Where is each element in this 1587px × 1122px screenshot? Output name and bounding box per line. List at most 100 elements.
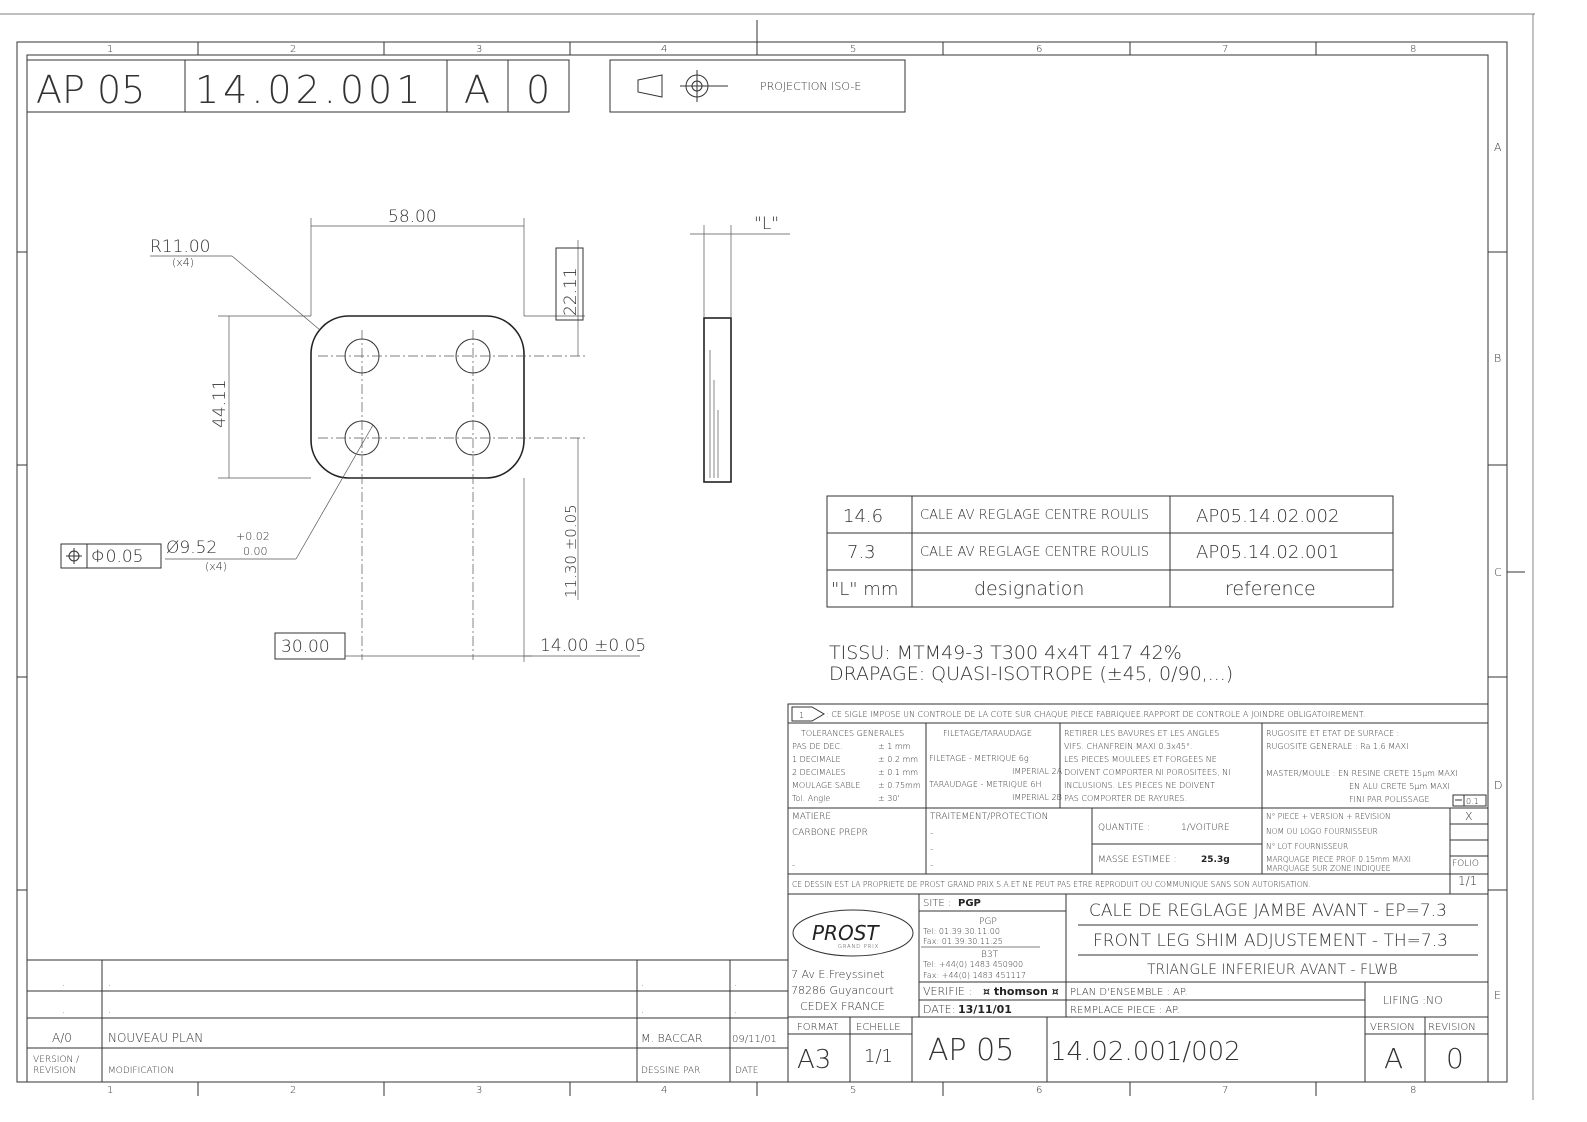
control-sigle-icon bbox=[791, 706, 825, 722]
header-code-box: AP 05 14.02.001 A 0 bbox=[26, 59, 570, 113]
dim-width: 58.00 bbox=[388, 207, 437, 227]
empty-mark: . bbox=[108, 1005, 111, 1016]
mounting-holes bbox=[344, 338, 491, 456]
material-note-layup: DRAPAGE: QUASI-ISOTROPE (±45, 0/90,...) bbox=[829, 663, 1233, 685]
finish-line: DOIVENT COMPORTER NI POROSITEES, NI bbox=[1064, 768, 1231, 777]
col-label: 5 bbox=[850, 1085, 856, 1096]
verifie-label: VERIFIE : bbox=[923, 985, 972, 998]
dim-hole-tol-minus: 0.00 bbox=[243, 545, 268, 558]
prost-logo-text: PROST bbox=[812, 921, 880, 945]
roughness-line: RUGOSITE GENERALE : Ra 1.6 MAXI bbox=[1266, 742, 1408, 751]
revision-head-modification: MODIFICATION bbox=[108, 1066, 174, 1076]
thread-line: IMPERIAL 2A bbox=[1012, 767, 1063, 776]
dim-hole-diameter: Ø9.52 bbox=[166, 538, 217, 558]
address-line: 7 Av E.Freyssinet bbox=[791, 968, 884, 981]
format-label: FORMAT bbox=[797, 1022, 838, 1033]
site-value: PGP bbox=[958, 898, 981, 909]
tolerance-value: ± 1 mm bbox=[878, 742, 910, 751]
marking-line: NOM OU LOGO FOURNISSEUR bbox=[1266, 827, 1378, 836]
traitement-dash: - bbox=[930, 861, 933, 871]
finish-line: RETIRER LES BAVURES ET LES ANGLES bbox=[1064, 729, 1219, 738]
master-line: MASTER/MOULE : EN RESINE CRETE 15µm MAXI bbox=[1266, 769, 1458, 778]
dim-hole-tol-plus: +0.02 bbox=[236, 530, 270, 543]
revision-modification: NOUVEAU PLAN bbox=[108, 1031, 203, 1045]
polish-tolerance: 0.1 bbox=[1466, 797, 1479, 806]
pgp-line: PGP bbox=[979, 917, 997, 927]
marking-line: MARQUAGE SUR ZONE INDIQUEE bbox=[1266, 864, 1391, 873]
row-labels: A B C D E bbox=[1494, 141, 1502, 1002]
dim-radius-qty: (x4) bbox=[172, 256, 194, 269]
variant-head-designation: designation bbox=[974, 578, 1084, 600]
dim-hole-spacing: 30.00 bbox=[281, 637, 330, 657]
header-part-number: 14.02.001 bbox=[195, 68, 424, 112]
finish-line: INCLUSIONS. LES PIECES NE DOIVENT bbox=[1064, 781, 1215, 790]
revision-version: A/0 bbox=[52, 1031, 72, 1045]
empty-mark: . bbox=[62, 978, 65, 989]
header-version: A bbox=[464, 68, 490, 112]
tolerance-label: MOULAGE SABLE bbox=[792, 781, 860, 790]
dim-side-offset: 11.30 ±0.05 bbox=[562, 504, 580, 598]
traitement-label: TRAITEMENT/PROTECTION bbox=[930, 812, 1048, 822]
plan-ensemble: PLAN D'ENSEMBLE : AP. bbox=[1070, 987, 1188, 998]
col-label: 8 bbox=[1410, 44, 1416, 55]
position-tolerance-value: Φ0.05 bbox=[91, 547, 143, 567]
col-label: 6 bbox=[1036, 1085, 1042, 1096]
revision-head-version2: REVISION bbox=[33, 1066, 76, 1076]
version-label: VERSION bbox=[1370, 1022, 1415, 1033]
row-label: C bbox=[1494, 566, 1502, 579]
masse-value: 25.3g bbox=[1201, 855, 1230, 865]
revision-head-drawn: DESSINE PAR bbox=[641, 1066, 700, 1076]
prost-logo-icon bbox=[792, 909, 914, 957]
col-label: 4 bbox=[661, 44, 667, 55]
variant-designation: CALE AV REGLAGE CENTRE ROULIS bbox=[920, 508, 1149, 523]
date-value: 13/11/01 bbox=[958, 1003, 1012, 1016]
master-line: EN ALU CRETE 5µm MAXI bbox=[1349, 782, 1450, 791]
quantite-label: QUANTITE : bbox=[1098, 823, 1150, 833]
echelle-value: 1/1 bbox=[864, 1046, 893, 1067]
marking-line: MARQUAGE PIECE PROF 0.15mm MAXI bbox=[1266, 855, 1411, 864]
col-label: 7 bbox=[1222, 44, 1228, 55]
center-lines bbox=[318, 330, 585, 660]
date-label: DATE: bbox=[923, 1003, 955, 1016]
thread-line: IMPERIAL 2B bbox=[1012, 793, 1062, 802]
control-sigle-mark: 1 bbox=[799, 711, 804, 720]
variant-l: 14.6 bbox=[843, 506, 883, 527]
revision-head-version: VERSION / bbox=[33, 1055, 79, 1065]
col-label: 3 bbox=[476, 44, 482, 55]
traitement-dash: - bbox=[930, 829, 933, 839]
thread-title: FILETAGE/TARAUDAGE bbox=[943, 729, 1032, 738]
variant-l: 7.3 bbox=[847, 542, 876, 563]
masse-label: MASSE ESTIMEE : bbox=[1098, 855, 1176, 865]
finish-line: PAS COMPORTER DE RAYURES. bbox=[1064, 794, 1187, 803]
grid-ticks bbox=[17, 20, 1525, 1096]
marking-line: N° LOT FOURNISSEUR bbox=[1266, 842, 1348, 851]
revision-table: . . . . . . . . A/0 NOUVEAU PLAN M. BACC… bbox=[27, 959, 788, 1082]
title-french: CALE DE REGLAGE JAMBE AVANT - EP=7.3 bbox=[1089, 901, 1447, 921]
matiere-value: CARBONE PREPR bbox=[792, 828, 868, 838]
dim-thickness-label: "L" bbox=[754, 214, 779, 234]
row-label: B bbox=[1494, 352, 1501, 365]
row-label: A bbox=[1494, 141, 1502, 154]
remplace-piece: REMPLACE PIECE : AP. bbox=[1070, 1005, 1180, 1016]
echelle-label: ECHELLE bbox=[856, 1022, 901, 1033]
col-label: 6 bbox=[1036, 44, 1042, 55]
folio-label: FOLIO bbox=[1452, 859, 1479, 869]
dim-top-offset: 22.11 bbox=[561, 267, 581, 316]
projection-label: PROJECTION ISO-E bbox=[760, 80, 861, 93]
empty-mark: . bbox=[641, 1005, 644, 1016]
variant-reference: AP05.14.02.001 bbox=[1196, 542, 1339, 563]
tolerance-label: PAS DE DEC. bbox=[792, 742, 843, 751]
tolerance-value: ± 30' bbox=[878, 794, 900, 803]
variant-reference: AP05.14.02.002 bbox=[1196, 506, 1339, 527]
tolerance-value: ± 0.75mm bbox=[878, 781, 921, 790]
drawing-number-prefix: AP 05 bbox=[928, 1033, 1014, 1068]
drawing-number: 14.02.001/002 bbox=[1050, 1037, 1241, 1067]
version-value: A bbox=[1384, 1042, 1403, 1075]
revision-drawn-by: M. BACCAR bbox=[641, 1032, 703, 1045]
quantite-value: 1/VOITURE bbox=[1181, 823, 1230, 833]
front-view: 58.00 R11.00 (x4) 44.11 22.11 11.30 ±0.0… bbox=[60, 207, 646, 662]
thread-line: FILETAGE - METRIQUE 6g bbox=[929, 754, 1029, 763]
projection-cone-icon bbox=[637, 74, 663, 98]
revision-value: 0 bbox=[1446, 1042, 1464, 1075]
